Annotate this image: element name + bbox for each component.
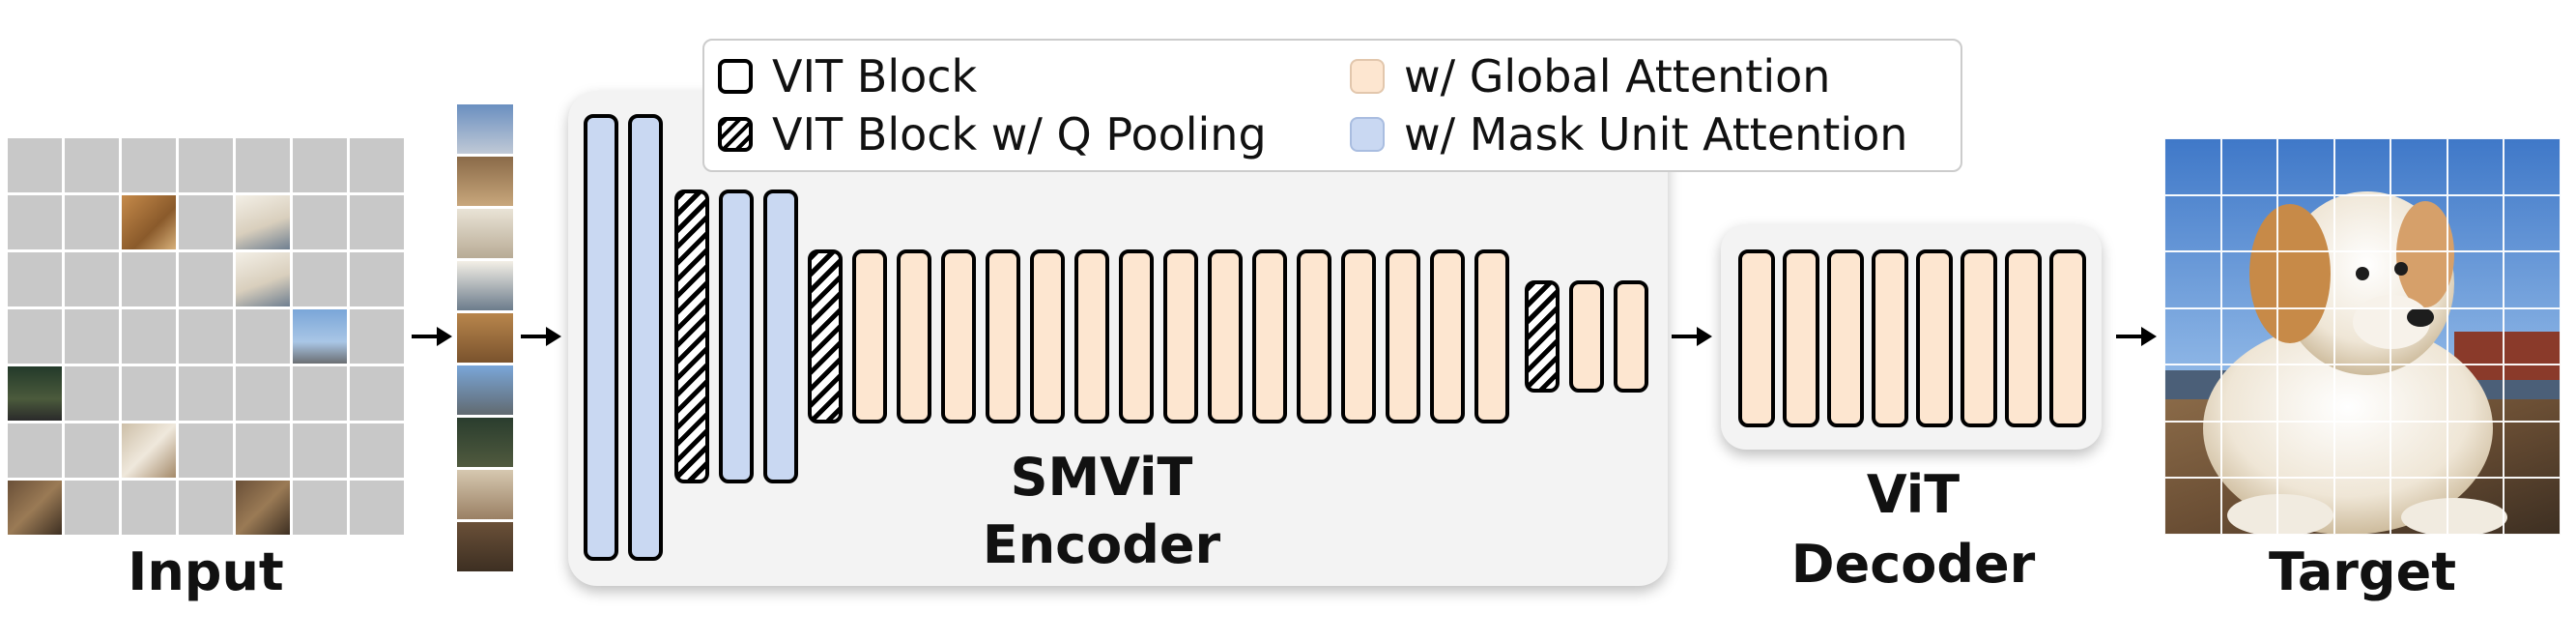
decoder-block <box>2049 249 2086 427</box>
vit-block-mask-unit <box>584 114 618 561</box>
vit-block-global <box>1030 249 1065 423</box>
visible-patch <box>8 366 62 421</box>
visible-patch <box>293 309 347 364</box>
vit-block-global <box>1208 249 1243 423</box>
vit-block-global <box>897 249 931 423</box>
encoder-label-line1: SMViT <box>1010 447 1193 508</box>
vit-block-global <box>1569 280 1604 393</box>
vit-block-mask-unit <box>763 190 798 483</box>
target-grid-overlay <box>2164 138 2561 535</box>
decoder-block <box>1738 249 1775 427</box>
vit-block-global <box>941 249 976 423</box>
vit-block-mask-unit <box>719 190 754 483</box>
blue-swatch-icon <box>1350 117 1385 152</box>
arrow-icon <box>1672 327 1712 346</box>
vit-block-global <box>852 249 887 423</box>
vit-block-global <box>1252 249 1287 423</box>
vit-block-global <box>986 249 1020 423</box>
vit-block-q-pooling <box>1525 280 1560 393</box>
decoder-block <box>2005 249 2042 427</box>
vit-block-global <box>1386 249 1420 423</box>
legend-item-mask-unit-attention: w/ Mask Unit Attention <box>1350 108 1907 160</box>
target-image <box>2164 138 2561 535</box>
arrow-icon <box>2116 327 2157 346</box>
arrow-icon <box>412 327 452 346</box>
vit-block-global <box>1297 249 1331 423</box>
vit-block-global <box>1074 249 1109 423</box>
visible-patch <box>122 195 176 249</box>
visible-patch <box>236 481 290 535</box>
decoder-label-line1: ViT <box>1866 464 1961 525</box>
input-masked-grid <box>8 138 404 535</box>
decoder-block <box>1916 249 1953 427</box>
vit-block-global <box>1474 249 1509 423</box>
arrow-icon <box>521 327 561 346</box>
visible-patch <box>122 423 176 478</box>
peach-swatch-icon <box>1350 59 1385 94</box>
legend-item-vit-block: VIT Block <box>718 50 977 102</box>
legend: VIT Block VIT Block w/ Q Pooling w/ Glob… <box>702 39 1962 172</box>
visible-patch <box>236 195 290 249</box>
decoder-label-line2: Decoder <box>1790 534 2036 595</box>
decoder-block <box>1961 249 1997 427</box>
visible-patch <box>8 481 62 535</box>
vit-block-global <box>1430 249 1465 423</box>
vit-block-mask-unit <box>628 114 663 561</box>
legend-item-global-attention: w/ Global Attention <box>1350 50 1830 102</box>
decoder-block <box>1872 249 1908 427</box>
token-strip <box>457 104 513 571</box>
decoder-block <box>1827 249 1864 427</box>
vit-block-q-pooling <box>674 190 709 483</box>
decoder-block <box>1783 249 1819 427</box>
outline-swatch-icon <box>718 59 753 94</box>
vit-decoder-panel <box>1721 224 2102 450</box>
legend-item-q-pooling: VIT Block w/ Q Pooling <box>718 108 1267 160</box>
vit-block-global <box>1119 249 1154 423</box>
visible-patch <box>236 252 290 306</box>
vit-block-global <box>1163 249 1198 423</box>
vit-block-global <box>1341 249 1376 423</box>
target-label: Target <box>2268 541 2457 602</box>
encoder-label-line2: Encoder <box>982 514 1221 575</box>
vit-block-global <box>1614 280 1648 393</box>
input-label: Input <box>128 541 284 602</box>
hatched-swatch-icon <box>718 117 753 152</box>
vit-block-q-pooling <box>808 249 843 423</box>
